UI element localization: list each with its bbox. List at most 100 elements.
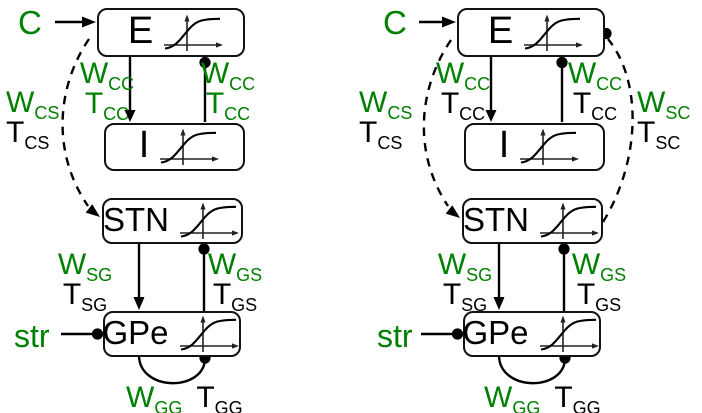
- symbol: W: [637, 86, 666, 119]
- subscript: CC: [464, 74, 491, 94]
- inhibitory-terminal-icon: [451, 328, 464, 340]
- inhibitory-terminal-icon: [556, 56, 568, 69]
- delay-label: TCS: [359, 118, 402, 153]
- axis-arrow-icon: [199, 315, 206, 323]
- axis-arrow-icon: [592, 230, 599, 236]
- sigmoid-activation-icon: [160, 128, 220, 165]
- arrowhead-icon: [442, 16, 456, 28]
- sigmoid-curve: [540, 205, 597, 238]
- weight-label: WGG: [126, 383, 182, 413]
- cortex-i-box: I: [464, 123, 605, 171]
- inhibitory-terminal-icon: [198, 243, 210, 255]
- striatal-input-label: str: [14, 318, 50, 354]
- arrowhead-icon: [85, 204, 100, 217]
- connections-layer: [55, 16, 211, 385]
- symbol: T: [572, 87, 592, 120]
- weight-label: WCC: [201, 59, 255, 94]
- subscript: GS: [600, 265, 627, 285]
- weight-label: WCC: [568, 59, 622, 94]
- symbol: T: [6, 116, 25, 149]
- wsg-tsg-label: WSG TSG: [57, 248, 113, 315]
- cortical-input-label: C: [383, 4, 407, 41]
- arrowhead-icon: [445, 205, 460, 218]
- gpe-self-loop-connection: [137, 355, 207, 385]
- cortical-input-label: C: [18, 4, 42, 41]
- cortex-to-stn-dashed-connection: [422, 39, 452, 207]
- symbol: T: [212, 278, 232, 311]
- sigmoid-curve: [164, 17, 221, 50]
- symbol: W: [435, 57, 465, 90]
- axis-arrow-icon: [560, 202, 566, 210]
- wsc-tsc-label: WSC TSC: [637, 86, 690, 153]
- delay-label: TCS: [6, 116, 49, 153]
- gpe-box: GPe: [102, 311, 241, 357]
- delay-label: TCC: [206, 89, 250, 124]
- delay-label: TGS: [576, 278, 621, 315]
- symbol: W: [57, 248, 87, 281]
- weight-label: WGS: [571, 248, 626, 285]
- arrowhead-icon: [493, 297, 505, 310]
- population-label: STN: [103, 200, 169, 238]
- axis-arrow-icon: [232, 230, 239, 236]
- delay-label: TCC: [440, 87, 485, 124]
- sigmoid-activation-icon: [179, 315, 239, 352]
- subscript: CC: [229, 74, 256, 94]
- wcs-tcs-label: WCS TCS: [6, 86, 60, 153]
- symbol: W: [359, 86, 388, 119]
- subscript: CS: [34, 103, 60, 123]
- population-label: GPe: [102, 313, 169, 351]
- arrowhead-icon: [82, 16, 96, 28]
- axis-arrow-icon: [544, 14, 550, 21]
- sigmoid-curve: [521, 131, 577, 164]
- symbol: T: [442, 278, 462, 311]
- subscript: CC: [459, 104, 486, 124]
- delay-label: TSC: [637, 118, 680, 153]
- arrowhead-icon: [485, 110, 497, 122]
- delay-label: TCC: [85, 89, 129, 124]
- gpe-self-loop-connection: [497, 355, 567, 385]
- sigmoid-activation-icon: [520, 128, 580, 165]
- diagram-left-panel: C E I STN: [6, 4, 262, 413]
- subscript: CC: [596, 74, 623, 94]
- wgs-tgs-label: WGS TGS: [571, 248, 626, 315]
- subscript: SG: [461, 295, 488, 315]
- axis-arrow-icon: [200, 202, 206, 210]
- wgg-tgg-label: WGG TGG: [484, 383, 601, 413]
- subscript: CS: [24, 133, 50, 153]
- cortex-e-box: E: [457, 8, 605, 57]
- subscript: GG: [512, 398, 541, 413]
- inhibitory-terminal-icon: [558, 243, 570, 255]
- symbol: W: [126, 381, 155, 413]
- subscript: CC: [224, 104, 251, 124]
- subscript: SG: [86, 265, 113, 285]
- inhibitory-terminal-icon: [91, 328, 104, 340]
- symbol: T: [440, 87, 460, 120]
- symbol: W: [6, 86, 35, 119]
- gpe-box: GPe: [462, 311, 601, 357]
- population-label: I: [498, 124, 510, 166]
- weight-label: WSC: [637, 86, 690, 123]
- subscript: GG: [154, 398, 183, 413]
- wgs-tgs-label: WGS TGS: [208, 250, 262, 315]
- arrowhead-icon: [124, 110, 136, 122]
- population-label: STN: [463, 200, 529, 238]
- subscript: GS: [595, 295, 622, 315]
- symbol: T: [576, 278, 596, 311]
- subscript: CC: [591, 104, 618, 124]
- weight-label: WGS: [208, 250, 262, 285]
- cortex-e-box: E: [97, 8, 245, 57]
- population-label: I: [138, 124, 150, 166]
- subscript: GS: [236, 265, 263, 285]
- symbol: W: [571, 248, 601, 281]
- stn-to-cortex-dashed-connection: [601, 38, 634, 223]
- subscript: CS: [377, 133, 403, 153]
- symbol: T: [196, 381, 215, 413]
- subscript: CC: [103, 104, 130, 124]
- delay-label: TGS: [212, 278, 257, 315]
- delay-label: TGG: [196, 383, 242, 413]
- weight-label: WGG: [484, 383, 540, 413]
- subscript: SC: [665, 103, 691, 123]
- sigmoid-activation-icon: [539, 315, 599, 352]
- subscript: CC: [108, 74, 135, 94]
